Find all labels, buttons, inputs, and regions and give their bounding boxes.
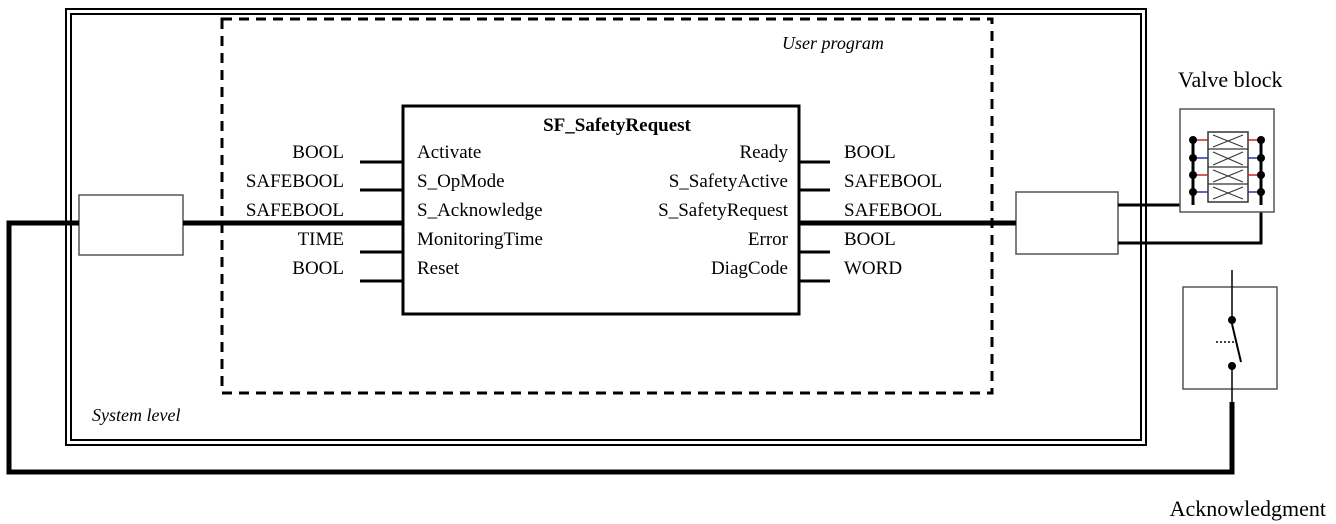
function-block-box <box>401 104 801 316</box>
switch-contact-bottom <box>1228 362 1236 370</box>
system-level-border-outer <box>65 8 1147 446</box>
output-pins <box>799 160 830 283</box>
valve-node-r3 <box>1257 171 1265 179</box>
input-type-s-opmode: SAFEBOOL <box>246 171 344 192</box>
switch-contact-top <box>1228 316 1236 324</box>
output-io-box <box>1015 191 1119 255</box>
valve-cross-c2 <box>1212 169 1244 183</box>
input-type-reset: BOOL <box>292 258 344 279</box>
output-name-error: Error <box>748 229 789 250</box>
input-type-s-acknowledge: SAFEBOOL <box>246 200 344 221</box>
valve-cross-d2 <box>1212 186 1244 200</box>
valve-node-l4 <box>1189 188 1197 196</box>
system-level-label: System level <box>92 405 180 425</box>
valve-block-label: Valve block <box>1178 67 1282 92</box>
output-type-s-safetyactive: SAFEBOOL <box>844 171 942 192</box>
input-type-monitoringtime: TIME <box>298 229 344 250</box>
output-name-s-safetyrequest: S_SafetyRequest <box>658 200 789 221</box>
input-name-reset: Reset <box>417 258 460 279</box>
valve-node-l3 <box>1189 171 1197 179</box>
valve-node-l1 <box>1189 136 1197 144</box>
input-name-monitoringtime: MonitoringTime <box>417 229 543 250</box>
output-name-diagcode: DiagCode <box>711 258 788 279</box>
input-name-s-acknowledge: S_Acknowledge <box>417 200 543 221</box>
output-type-error: BOOL <box>844 229 896 250</box>
input-name-s-opmode: S_OpMode <box>417 171 505 192</box>
valve-node-r4 <box>1257 188 1265 196</box>
output-type-s-safetyrequest: SAFEBOOL <box>844 200 942 221</box>
valve-cross-a2 <box>1212 134 1244 148</box>
valve-node-r1 <box>1257 136 1265 144</box>
input-io-box <box>78 194 184 256</box>
valve-node-l2 <box>1189 154 1197 162</box>
output-name-ready: Ready <box>739 142 788 163</box>
output-type-diagcode: WORD <box>844 258 902 279</box>
signal-wires <box>6 220 1235 475</box>
system-level-border-inner <box>70 13 1142 441</box>
user-program-border <box>220 17 994 395</box>
valve-node-r2 <box>1257 154 1265 162</box>
acknowledgment-label: Acknowledgment <box>1170 496 1326 521</box>
valve-block-internals <box>1189 131 1265 205</box>
switch-blade <box>1231 323 1242 363</box>
output-name-s-safetyactive: S_SafetyActive <box>669 171 788 192</box>
wire-acknowledge-loop <box>6 220 1235 475</box>
acknowledgment-switch-icon <box>1216 270 1242 402</box>
input-pins <box>360 160 403 283</box>
function-block-title: SF_SafetyRequest <box>543 115 691 136</box>
input-type-activate: BOOL <box>292 142 344 163</box>
valve-cross-b2 <box>1212 151 1244 166</box>
user-program-label: User program <box>782 33 884 53</box>
acknowledgment-switch-box <box>1182 286 1278 390</box>
output-type-ready: BOOL <box>844 142 896 163</box>
input-name-activate: Activate <box>417 142 481 163</box>
